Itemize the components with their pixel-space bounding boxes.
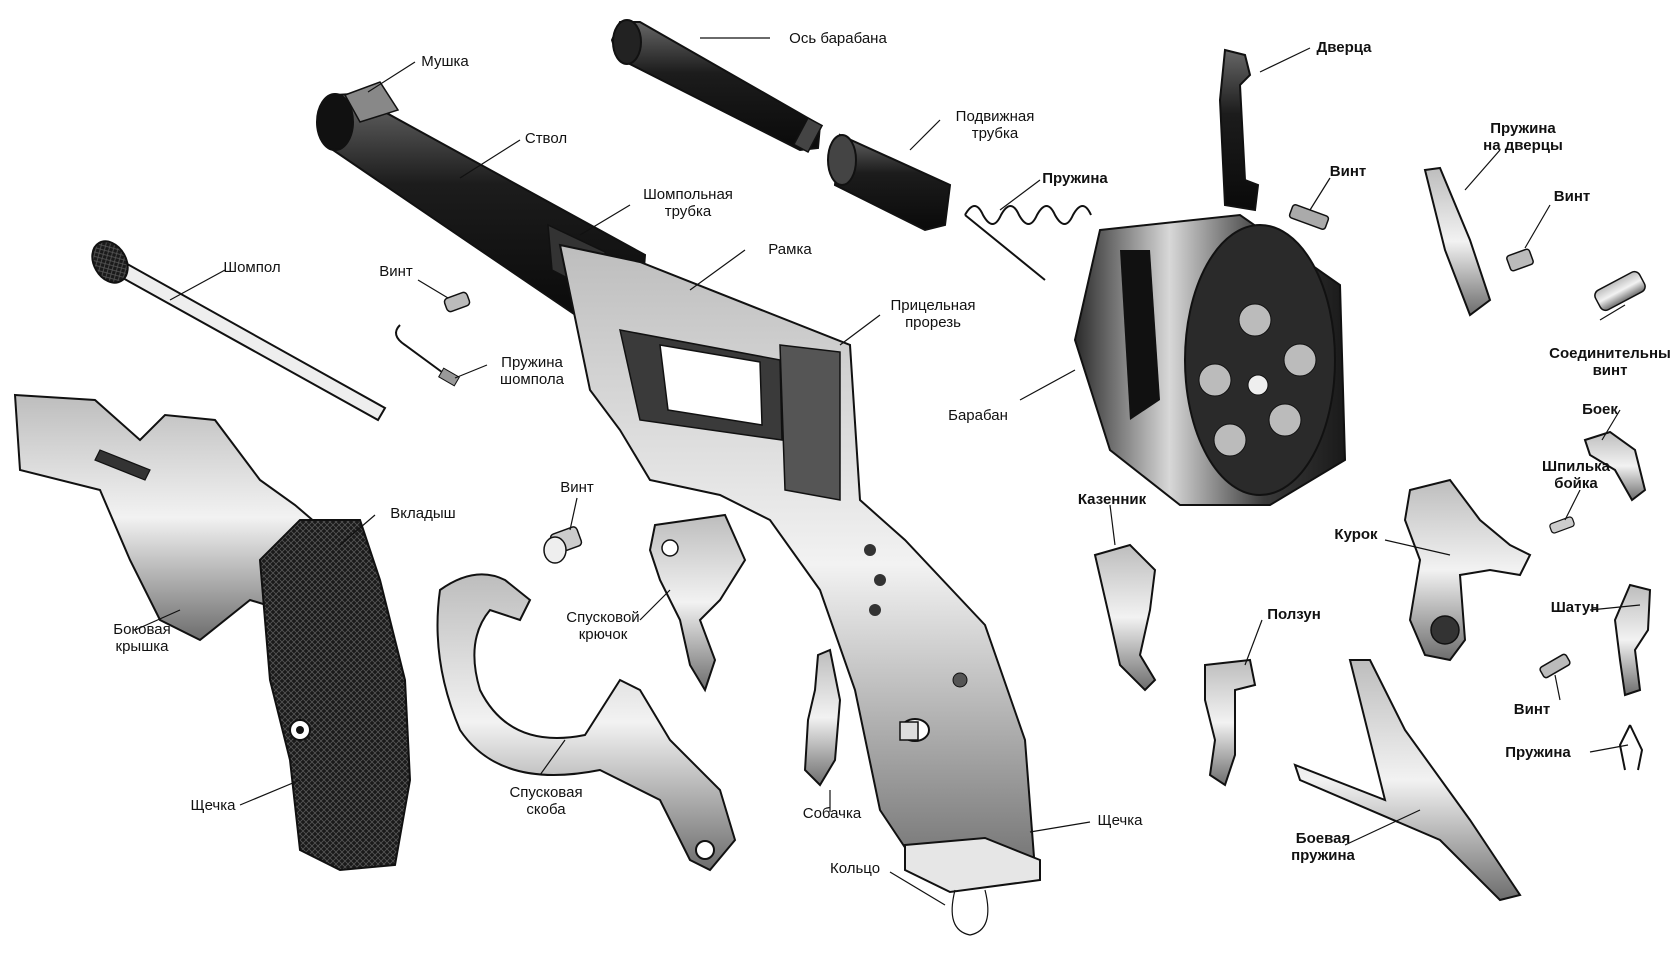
leader-lines	[134, 37, 1641, 906]
mainspring-part	[1293, 659, 1522, 902]
cylinder-axis-part	[610, 19, 824, 154]
trigger-part	[648, 513, 747, 693]
label-firing-pin: Боек	[1582, 401, 1618, 418]
label-rod-tube-1: Шомпольная	[643, 186, 733, 203]
label-mainspring-2: пружина	[1291, 847, 1355, 864]
labels: Мушка Ось барабана Дверца Ствол Подвижна…	[113, 30, 1671, 877]
label-side-cover-1: Боковая	[113, 621, 171, 638]
label-gate-screw: Винт	[1330, 163, 1366, 180]
label-small-spring: Пружина	[1505, 744, 1571, 761]
firing-pin-part	[1583, 430, 1647, 502]
loading-gate-part	[1218, 48, 1260, 212]
screw-right-top-part	[1506, 248, 1534, 272]
label-gate-spring-2: на дверцы	[1483, 137, 1563, 154]
label-rod-tube-2: трубка	[665, 203, 712, 220]
label-rod-spring-2: шомпола	[500, 371, 565, 388]
slider-part	[1204, 658, 1257, 787]
connecting-rod-part	[1613, 583, 1652, 697]
label-firing-pin-rivet-2: бойка	[1554, 475, 1598, 492]
label-cleaning-rod: Шомпол	[223, 259, 280, 276]
connecting-screw-part	[1594, 270, 1646, 312]
cylinder-spring-part	[964, 205, 1092, 281]
label-grip-right: Щечка	[1098, 812, 1144, 829]
frame-part	[558, 243, 1041, 936]
label-slider: Ползун	[1267, 606, 1321, 623]
label-connecting-screw-2: винт	[1593, 362, 1628, 379]
label-gate-spring-1: Пружина	[1490, 120, 1556, 137]
label-screw-right-top: Винт	[1554, 188, 1590, 205]
label-hammer: Курок	[1334, 526, 1378, 543]
label-lanyard-ring: Кольцо	[830, 860, 880, 877]
screw-rod-link-part	[1539, 653, 1571, 679]
screw-gate-part	[1288, 204, 1330, 230]
moving-tube-part	[827, 133, 952, 232]
small-spring-part	[1618, 724, 1644, 771]
breech-part	[1093, 543, 1157, 692]
label-rear-sight-1: Прицельная	[890, 297, 975, 314]
label-insert: Вкладыш	[390, 505, 455, 522]
label-rod-screw: Винт	[379, 263, 413, 280]
firing-pin-rivet-part	[1549, 516, 1575, 534]
screw-center-part	[543, 526, 583, 564]
label-trigger-guard-2: скоба	[526, 801, 566, 818]
label-mainspring-1: Боевая	[1296, 830, 1350, 847]
pawl-part	[803, 648, 842, 787]
rod-spring-part	[395, 324, 460, 387]
label-rod-spring-1: Пружина	[501, 354, 563, 371]
label-barrel: Ствол	[525, 130, 567, 147]
label-front-sight: Мушка	[421, 53, 469, 70]
label-moving-tube-2: трубка	[972, 125, 1019, 142]
label-loading-gate: Дверца	[1317, 39, 1373, 56]
label-trigger-guard-1: Спусковая	[509, 784, 582, 801]
label-trigger-2: крючок	[579, 626, 628, 643]
label-pawl: Собачка	[803, 805, 862, 822]
label-moving-tube-1: Подвижная	[956, 108, 1035, 125]
label-cylinder-axis: Ось барабана	[789, 30, 887, 47]
grip-panel-part	[258, 519, 412, 872]
cleaning-rod-part	[91, 240, 387, 422]
label-frame: Рамка	[768, 241, 812, 258]
label-cylinder-spring: Пружина	[1042, 170, 1108, 187]
label-connecting-rod: Шатун	[1551, 599, 1600, 616]
label-cylinder: Барабан	[948, 407, 1008, 424]
label-rear-sight-2: прорезь	[905, 314, 961, 331]
label-breech: Казенник	[1078, 491, 1147, 508]
label-grip-left: Щечка	[191, 797, 237, 814]
label-trigger-1: Спусковой	[566, 609, 639, 626]
screw-rod-part	[443, 291, 471, 313]
label-firing-pin-rivet-1: Шпилька	[1542, 458, 1611, 475]
trigger-guard-part	[436, 573, 737, 872]
cylinder-part	[1073, 213, 1347, 506]
gate-spring-part	[1423, 166, 1492, 317]
hammer-part	[1403, 478, 1532, 662]
label-center-screw: Винт	[560, 479, 594, 496]
label-rod-link-screw: Винт	[1514, 701, 1550, 718]
label-connecting-screw-1: Соединительны	[1549, 345, 1671, 362]
label-side-cover-2: крышка	[116, 638, 170, 655]
